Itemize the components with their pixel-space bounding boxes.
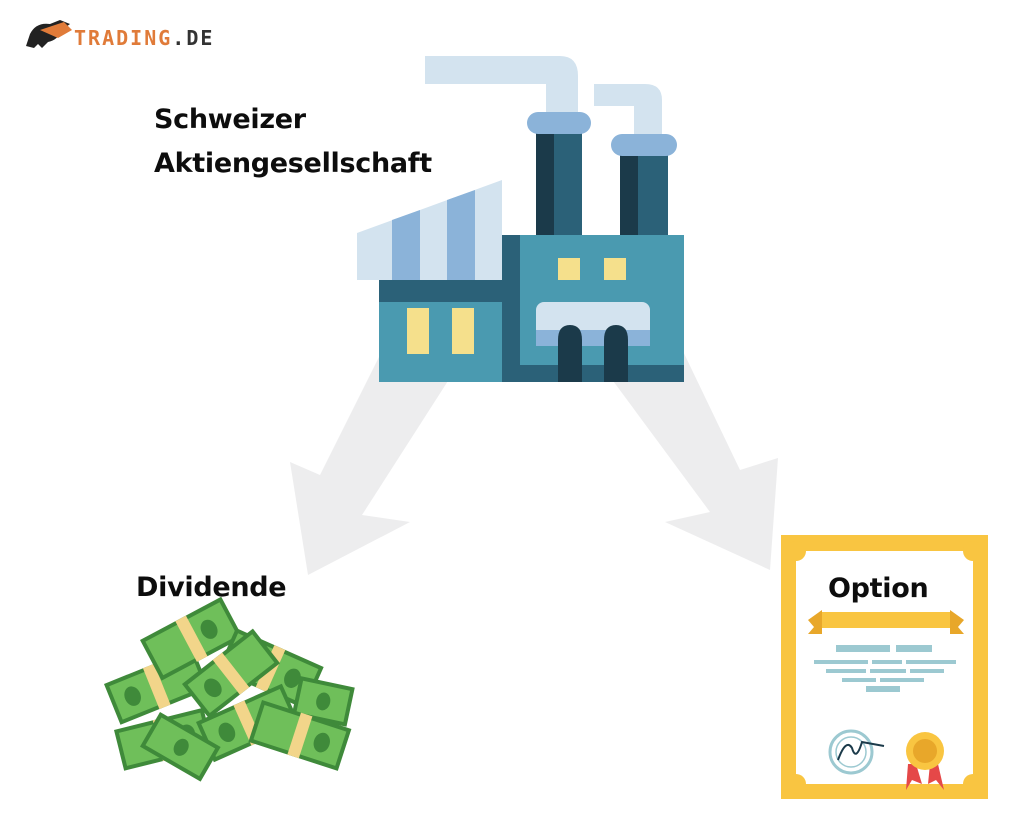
option-label: Option [828,573,929,604]
certificate-icon [781,535,988,799]
brand-name-prefix: TRADING [74,26,173,50]
bull-icon [26,20,72,48]
company-label-line2: Aktiengesellschaft [154,148,432,179]
company-label: Schweizer Aktiengesellschaft [154,98,432,186]
arrow-to-option [605,345,778,570]
arrow-to-dividend [290,345,455,575]
brand-logo: TRADING.DE [74,26,214,50]
money-stack-icon [104,596,355,782]
dividend-label: Dividende [136,572,287,603]
brand-name-suffix: .DE [172,26,215,50]
factory-icon [357,56,684,382]
company-label-line1: Schweizer [154,104,306,135]
